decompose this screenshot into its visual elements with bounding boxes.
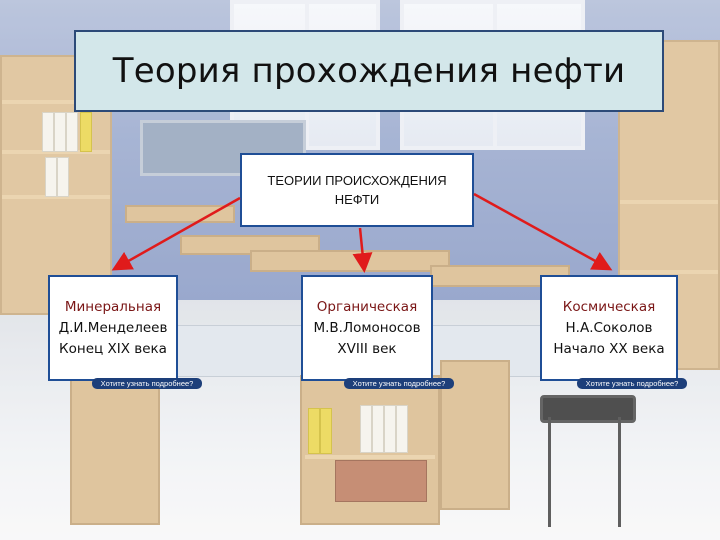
theory-period: XVIII век	[337, 340, 397, 357]
theory-author: Н.А.Соколов	[565, 319, 653, 336]
theory-box-cosmic: Космическая Н.А.Соколов Начало XX века	[540, 275, 678, 381]
theory-author: М.В.Ломоносов	[313, 319, 421, 336]
theory-box-mineral: Минеральная Д.И.Менделеев Конец XIX века	[48, 275, 178, 381]
theory-period: Конец XIX века	[59, 340, 167, 357]
theory-name: Органическая	[316, 298, 418, 315]
theory-author: Д.И.Менделеев	[58, 319, 168, 336]
learn-more-button-mineral[interactable]: Хотите узнать подробнее?	[92, 378, 202, 389]
theory-name: Космическая	[562, 298, 656, 315]
theory-name: Минеральная	[64, 298, 162, 315]
title-box: Теория прохождения нефти	[74, 30, 664, 112]
root-theory-box: ТЕОРИИ ПРОИСХОЖДЕНИЯ НЕФТИ	[240, 153, 474, 227]
learn-more-button-organic[interactable]: Хотите узнать подробнее?	[344, 378, 454, 389]
slide-title: Теория прохождения нефти	[112, 51, 626, 91]
theory-box-organic: Органическая М.В.Ломоносов XVIII век	[301, 275, 433, 381]
learn-more-button-cosmic[interactable]: Хотите узнать подробнее?	[577, 378, 687, 389]
theory-period: Начало XX века	[553, 340, 665, 357]
root-theory-label: ТЕОРИИ ПРОИСХОЖДЕНИЯ НЕФТИ	[267, 173, 447, 207]
